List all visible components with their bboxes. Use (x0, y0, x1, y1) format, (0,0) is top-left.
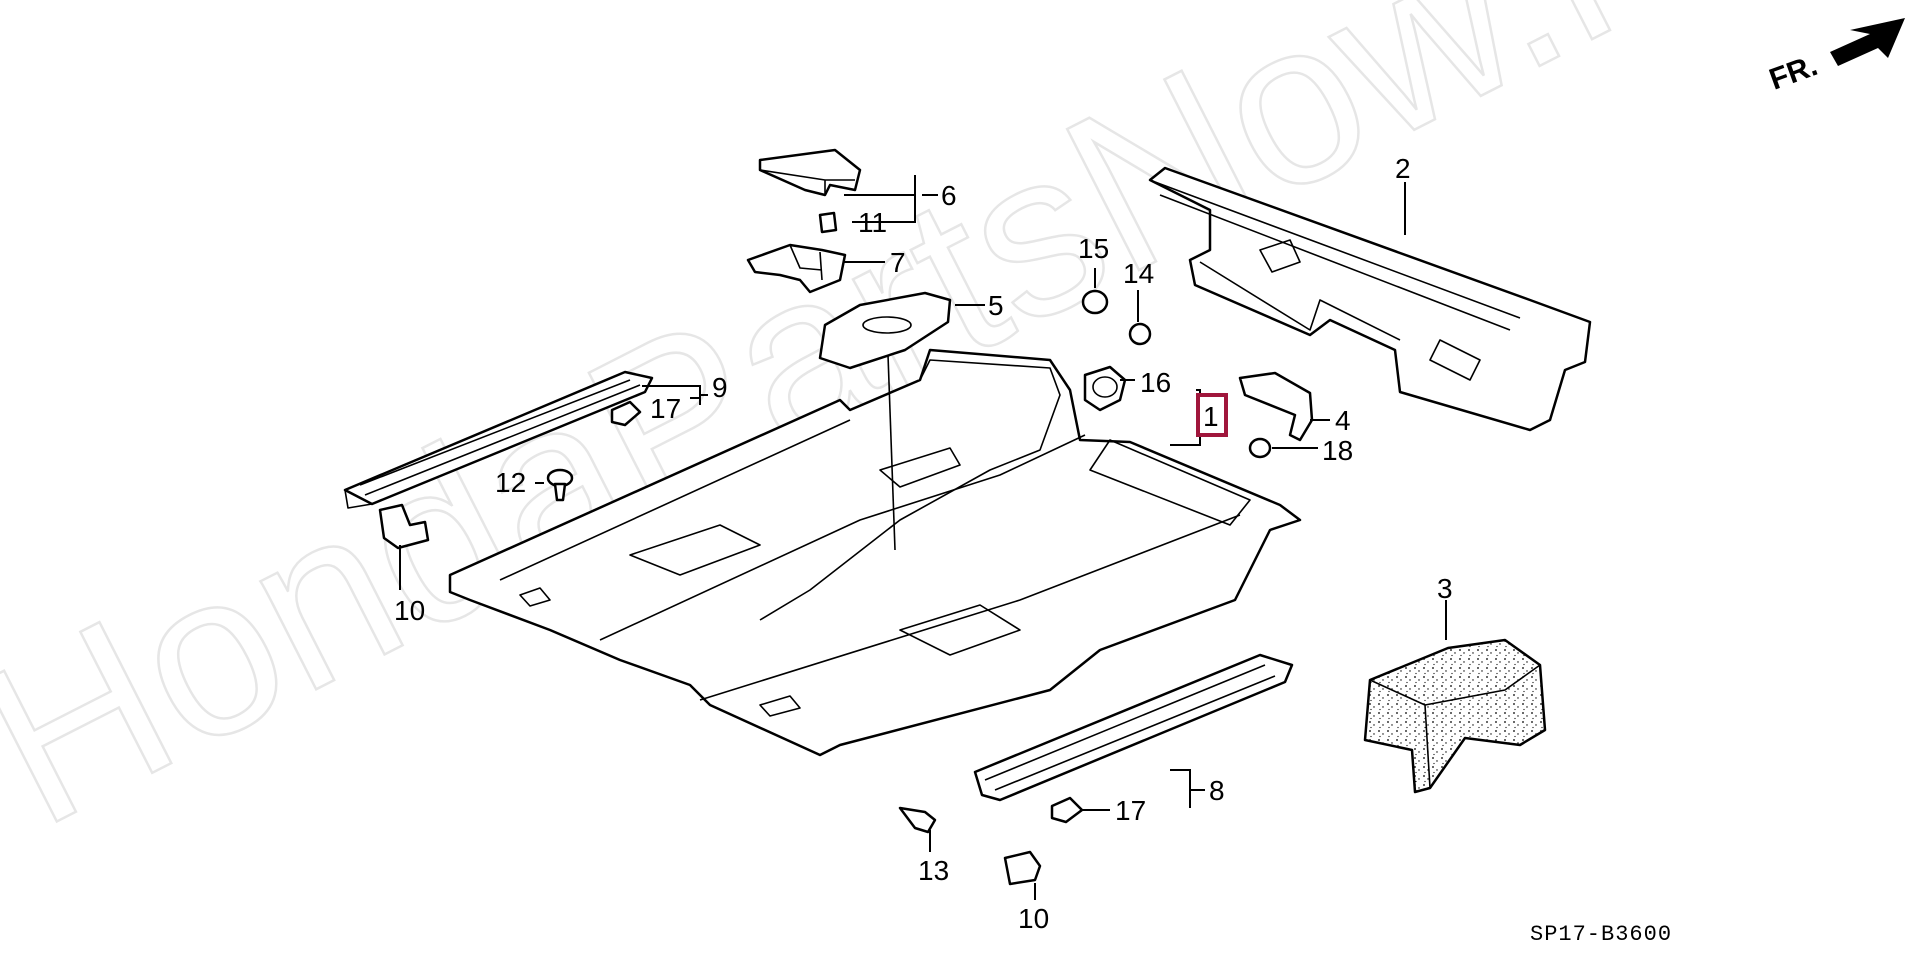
callout-13[interactable]: 13 (918, 855, 949, 886)
front-arrow-icon: FR. (1765, 18, 1905, 97)
part-14-nut (1128, 322, 1152, 346)
leader-lines (399, 175, 1447, 900)
part-10-clip-lower (1003, 850, 1042, 886)
callout-8[interactable]: 8 (1209, 775, 1225, 806)
callout-10-lower[interactable]: 10 (1018, 903, 1049, 934)
callout-7[interactable]: 7 (890, 247, 906, 278)
part-2-tray (1148, 166, 1592, 432)
callout-1-highlight (1196, 393, 1228, 437)
part-8-sill-strip (973, 653, 1294, 802)
callout-16[interactable]: 16 (1140, 367, 1171, 398)
part-15-clip (1081, 289, 1109, 315)
part-12-bolt (546, 468, 574, 502)
part-17-clip-upper (610, 400, 642, 427)
part-6-cover (758, 148, 862, 197)
part-11-clip (818, 211, 838, 234)
part-4-bracket (1238, 371, 1314, 442)
part-5-plate (818, 291, 952, 370)
callout-14[interactable]: 14 (1123, 258, 1154, 289)
callout-5[interactable]: 5 (988, 290, 1004, 321)
callout-4[interactable]: 4 (1335, 405, 1351, 436)
part-16-grommet (1083, 365, 1127, 412)
callout-15[interactable]: 15 (1078, 233, 1109, 264)
part-13-screw (898, 806, 937, 834)
callout-10-left[interactable]: 10 (394, 595, 425, 626)
part-18-nut (1248, 437, 1272, 459)
part-7-bracket (746, 243, 847, 294)
callout-12[interactable]: 12 (495, 467, 526, 498)
callout-17-upper[interactable]: 17 (650, 393, 681, 424)
part-1-floor-carpet (448, 348, 1302, 757)
figure-code: SP17-B3600 (1530, 922, 1672, 947)
callout-11[interactable]: 11 (858, 207, 887, 238)
callout-18[interactable]: 18 (1322, 435, 1353, 466)
callout-6[interactable]: 6 (941, 180, 957, 211)
callout-3[interactable]: 3 (1437, 573, 1453, 604)
part-17-clip-lower (1050, 796, 1084, 824)
part-10-clip-left (378, 503, 430, 550)
front-label: FR. (1765, 49, 1822, 97)
callout-2[interactable]: 2 (1395, 153, 1411, 184)
callout-1[interactable]: 1 (1203, 401, 1219, 432)
callout-17-lower[interactable]: 17 (1115, 795, 1146, 826)
callout-9[interactable]: 9 (712, 372, 728, 403)
part-3-block (1363, 638, 1547, 794)
